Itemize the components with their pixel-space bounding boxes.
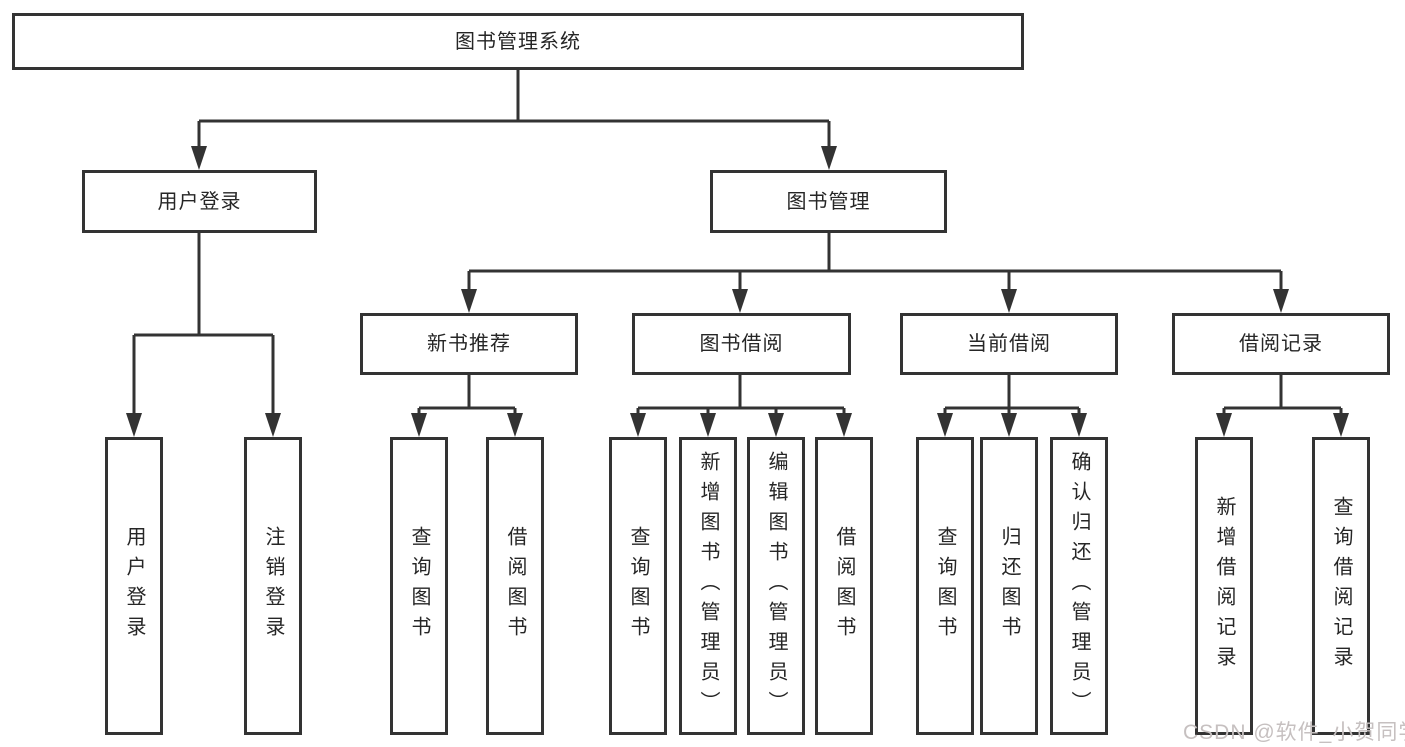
leaf-user-login: 用户登录 [105, 437, 163, 735]
leaf-query-books-borrow: 查询图书 [609, 437, 667, 735]
csdn-watermark: CSDN @软件_小贺同学 [1183, 721, 1405, 744]
node-root-system: 图书管理系统 [12, 13, 1024, 70]
node-book-borrow: 图书借阅 [632, 313, 851, 375]
leaf-query-books-current: 查询图书 [916, 437, 974, 735]
leaf-borrow-books: 借阅图书 [815, 437, 873, 735]
leaf-return-books: 归还图书 [980, 437, 1038, 735]
leaf-edit-books-admin: 编辑图书（管理员） [747, 437, 805, 735]
leaf-query-borrow-record: 查询借阅记录 [1312, 437, 1370, 735]
node-book-management: 图书管理 [710, 170, 947, 233]
leaf-logout: 注销登录 [244, 437, 302, 735]
leaf-borrow-books-recommend: 借阅图书 [486, 437, 544, 735]
node-borrow-records: 借阅记录 [1172, 313, 1390, 375]
arrowheads [126, 146, 1349, 437]
connector-path [132, 70, 1343, 417]
node-new-book-recommend: 新书推荐 [360, 313, 578, 375]
leaf-query-books-recommend: 查询图书 [390, 437, 448, 735]
leaf-confirm-return-admin: 确认归还（管理员） [1050, 437, 1108, 735]
node-current-borrow: 当前借阅 [900, 313, 1118, 375]
node-user-login: 用户登录 [82, 170, 317, 233]
leaf-add-borrow-record: 新增借阅记录 [1195, 437, 1253, 735]
leaf-add-books-admin: 新增图书（管理员） [679, 437, 737, 735]
